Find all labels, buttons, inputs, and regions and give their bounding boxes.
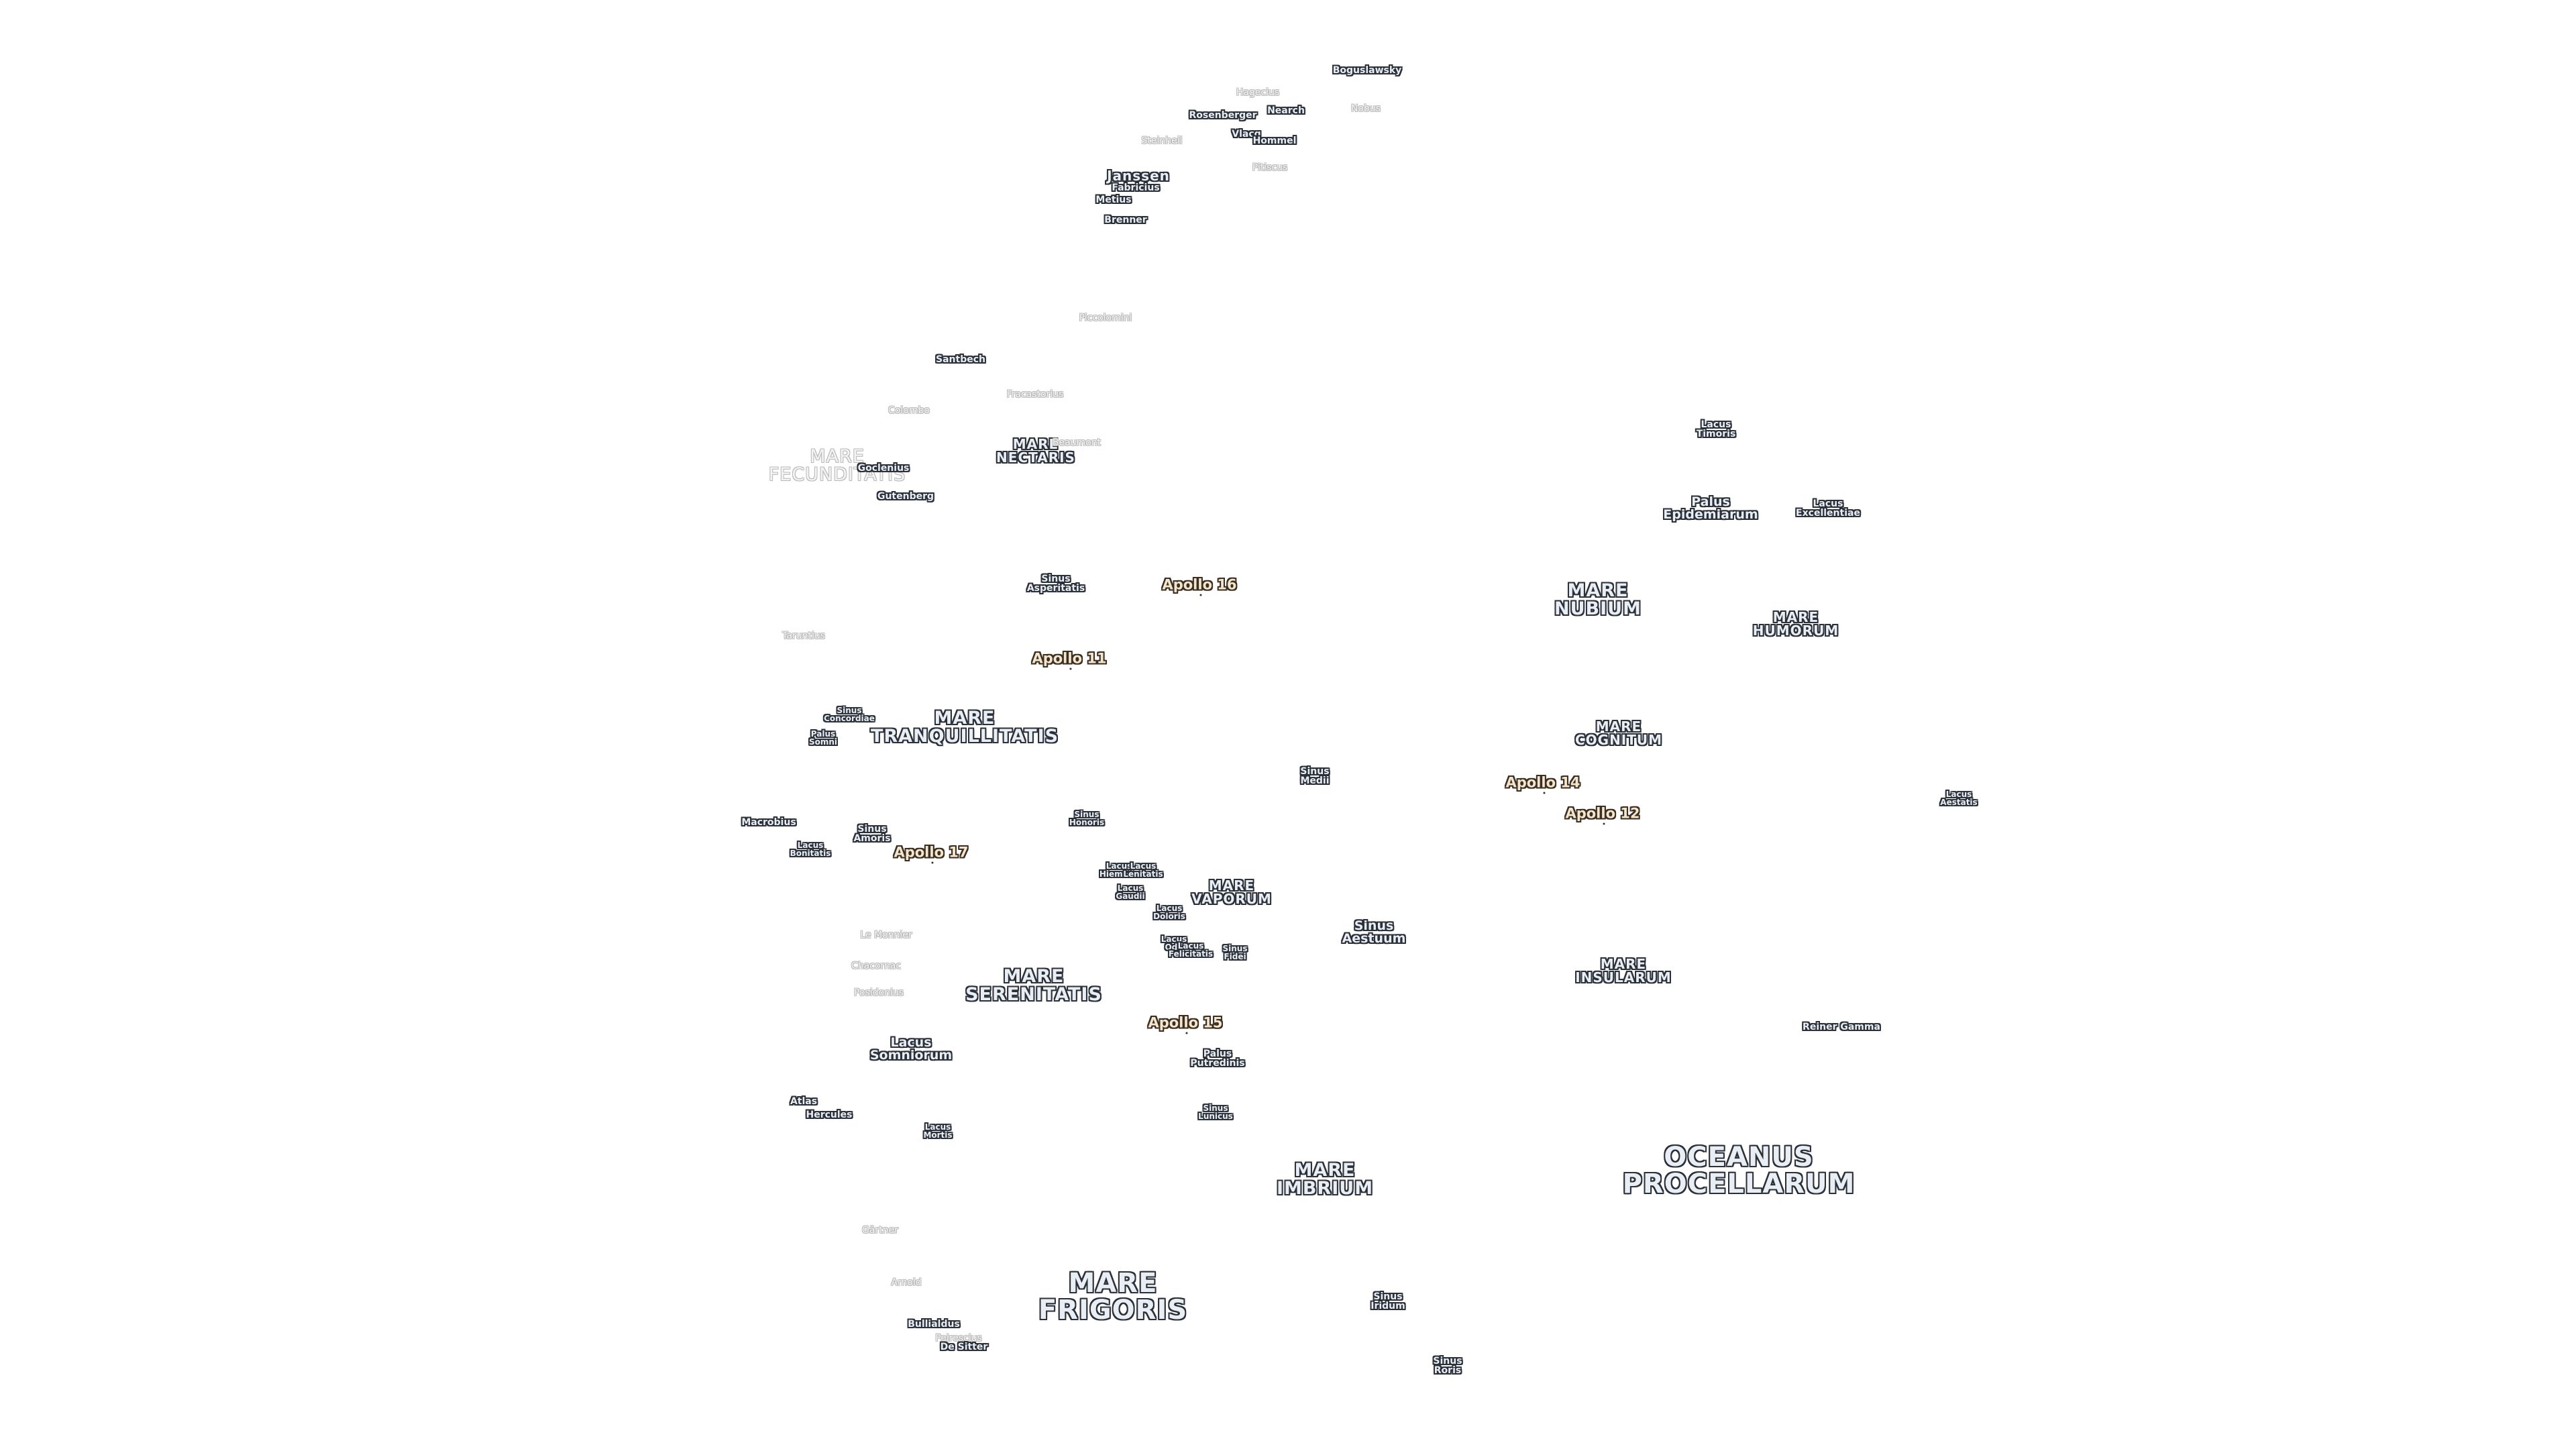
map-label-palus-epidemiarum: Palus Epidemiarum — [1663, 494, 1758, 522]
map-label-apollo-16: Apollo 16 — [1162, 576, 1237, 596]
map-label-oceanus-procellarum: OCEANUS PROCELLARUM — [1622, 1142, 1856, 1199]
map-label-palus-putredinis: Palus Putredinis — [1190, 1049, 1245, 1069]
map-label-apollo-15: Apollo 15 — [1148, 1014, 1223, 1034]
map-label-posidonius: Posidonius — [853, 987, 904, 998]
map-label-bullialdus: Bullialdus — [908, 1319, 960, 1330]
map-label-lacus-doloris: Lacus Doloris — [1153, 904, 1185, 921]
map-label-reiner-gamma: Reiner Gamma — [1803, 1022, 1880, 1032]
map-label-sinus-roris: Sinus Roris — [1433, 1356, 1462, 1376]
map-label-bogoslovsky: Boguslawsky — [1332, 65, 1402, 76]
map-label-sinus-amoris: Sinus Amoris — [853, 824, 891, 844]
map-label-mare-humorum: MARE HUMORUM — [1752, 609, 1839, 639]
map-label-mare-tranquillitatis: MARE TRANQUILLITATIS — [870, 708, 1059, 747]
map-label-lacus-felicitatis: Lacus Felicitatis — [1168, 941, 1214, 959]
map-label-apollo-12: Apollo 12 — [1565, 805, 1640, 825]
map-label-sinus-iridum: Sinus Iridum — [1371, 1291, 1405, 1311]
map-label-goclenius: Goclenius — [857, 463, 910, 474]
map-label-lacus-aestatis: Lacus Aestatis — [1940, 790, 1978, 807]
map-label-lacus-mortis: Lacus Mortis — [923, 1122, 953, 1140]
map-label-mare-insularum: MARE INSULARUM — [1575, 956, 1672, 985]
map-label-sinus-lunicus: Sinus Lunicus — [1198, 1104, 1233, 1121]
map-label-sinus-fidei: Sinus Fidei — [1222, 944, 1248, 961]
map-label-sinus-honoris: Sinus Honoris — [1069, 810, 1105, 827]
map-label-mare-fecunditatis: MARE FECUNDITATIS — [768, 446, 906, 485]
map-label-nobus: Nobus — [1350, 103, 1381, 114]
map-label-gutenberg: Gutenberg — [877, 491, 934, 502]
map-label-nearch: Nearch — [1267, 105, 1305, 116]
map-label-lacus-hiemalis: Lacus Hiemalis — [1099, 861, 1139, 879]
map-label-piccolomini: Piccolomini — [1079, 313, 1132, 323]
map-label-sinus-aestuum: Sinus Aestuum — [1342, 918, 1406, 946]
map-label-arnold: Arnold — [891, 1277, 922, 1288]
map-label-lacus-timoris: Lacus Timoris — [1696, 419, 1736, 439]
map-label-hagecius: Hagecius — [1236, 87, 1280, 98]
map-label-de-sitter: De Sitter — [940, 1342, 988, 1352]
map-label-palus-somni: Palus Somni — [808, 729, 838, 747]
map-label-chacornac: Chacornac — [851, 961, 902, 971]
map-label-mare-nubium: MARE NUBIUM — [1554, 580, 1642, 619]
map-label-metius: Metius — [1095, 195, 1132, 205]
map-label-sinus-asperitatis: Sinus Asperitatis — [1026, 574, 1085, 594]
map-label-sinus-concordiae: Sinus Concordiae — [824, 706, 875, 723]
map-label-lacus-somniorum: Lacus Somniorum — [869, 1035, 953, 1063]
map-label-apollo-14: Apollo 14 — [1505, 774, 1580, 794]
map-label-peirescius: Peirescius — [935, 1333, 982, 1344]
map-label-fabricius: Fabricius — [1112, 182, 1160, 193]
map-label-atlas: Atlas — [790, 1096, 818, 1107]
map-label-lacus-bonitatis: Lacus Bonitatis — [790, 841, 831, 858]
map-label-colombo: Colombo — [888, 405, 930, 416]
map-label-hommel: Hommel — [1252, 136, 1297, 146]
map-label-taruntius: Taruntius — [782, 631, 825, 641]
map-label-apollo-17: Apollo 17 — [894, 844, 969, 864]
map-label-beaumont: Beaumont — [1052, 437, 1102, 448]
map-label-lacus-lenitatis: Lacus Lenitatis — [1123, 861, 1163, 879]
map-label-janssen: Janssen — [1107, 168, 1170, 184]
map-label-mare-frigoris: MARE FRIGORIS — [1038, 1268, 1188, 1326]
map-label-santbech: Santbech — [936, 354, 985, 365]
map-label-lacus-excellentiae: Lacus Excellentiae — [1796, 498, 1860, 519]
map-label-pitiscus: Pitiscus — [1252, 162, 1288, 173]
map-label-mare-imbrium: MARE IMBRIUM — [1276, 1160, 1374, 1199]
map-label-mare-serenitatis: MARE SERENITATIS — [965, 966, 1102, 1005]
map-label-sinus-medii: Sinus Medii — [1300, 766, 1330, 786]
map-label-lacus-gaudii: Lacus Gaudii — [1116, 883, 1145, 901]
map-label-macrobius: Macrobius — [741, 817, 796, 828]
map-label-lacus-odii: Lacus Odii — [1161, 934, 1187, 952]
map-label-apollo-11: Apollo 11 — [1032, 650, 1107, 670]
map-label-mare-vaporum: MARE VAPORUM — [1191, 877, 1272, 907]
map-label-hercules: Hercules — [806, 1110, 853, 1120]
map-label-vlacq: Vlacq — [1232, 129, 1261, 140]
map-label-brenner: Brenner — [1104, 215, 1147, 225]
map-label-steinheil: Steinheil — [1141, 136, 1183, 146]
map-label-le-monnier: Le Monnier — [860, 930, 912, 941]
map-label-fracastorius: Fracastorius — [1006, 389, 1064, 400]
map-label-mare-cognitum: MARE COGNITUM — [1574, 718, 1663, 748]
map-label-rosenberger: Rosenberger — [1189, 110, 1257, 121]
map-label-mare-nectaris: MARE NECTARIS — [996, 436, 1075, 466]
map-label-gartner: Gärtner — [862, 1225, 898, 1236]
